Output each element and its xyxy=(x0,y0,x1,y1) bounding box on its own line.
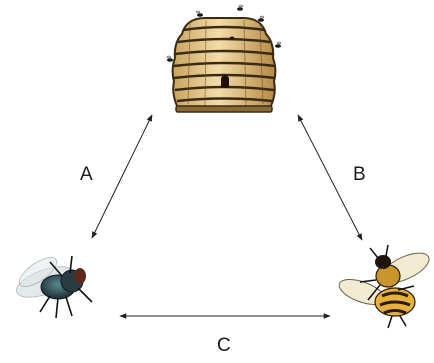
bee-icon xyxy=(336,245,433,328)
beehive-icon xyxy=(167,5,281,112)
edge-label-b: B xyxy=(353,165,366,184)
arrow-a xyxy=(92,115,152,238)
edge-label-c: C xyxy=(217,336,231,355)
edge-label-a: A xyxy=(80,165,93,184)
fly-icon xyxy=(13,252,92,318)
